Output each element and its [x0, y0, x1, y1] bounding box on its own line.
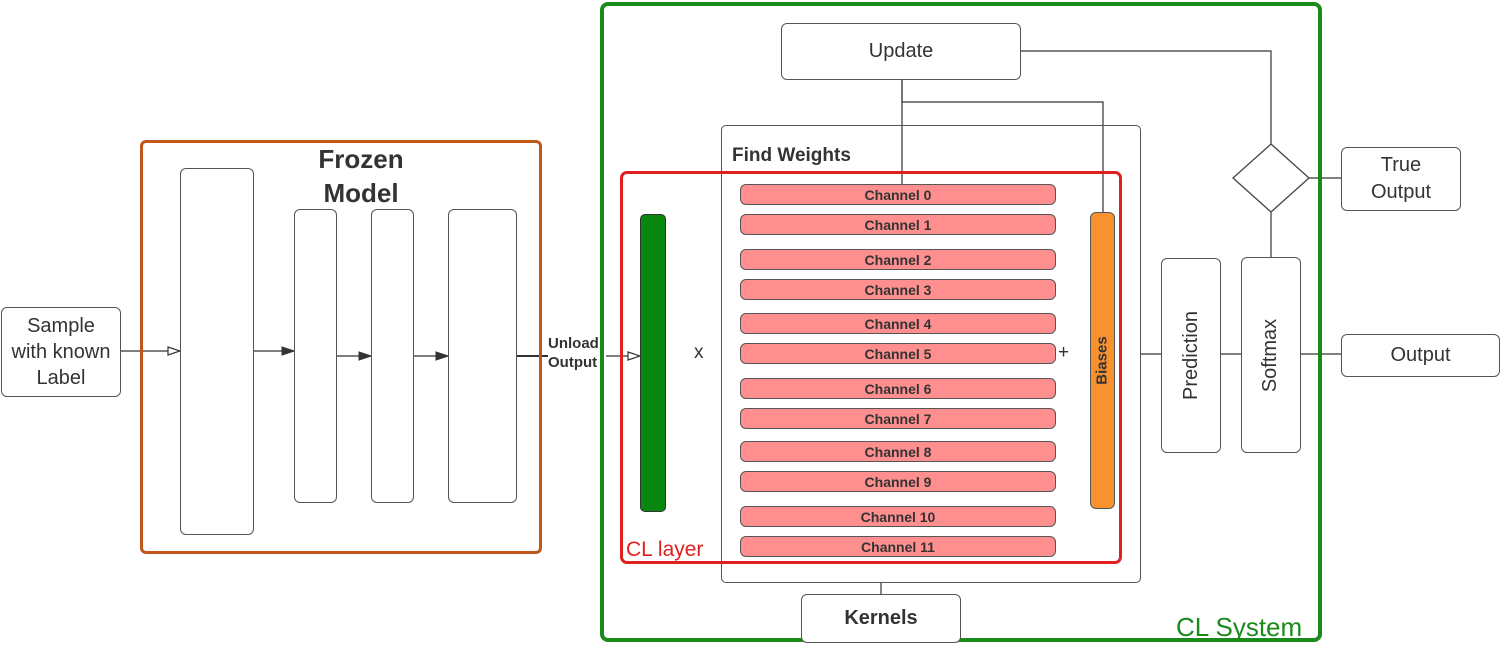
channel-4: Channel 4 [740, 313, 1056, 334]
sample-label-line2: with known [11, 341, 111, 363]
unload-line2: Output [548, 354, 598, 371]
channel-2: Channel 2 [740, 249, 1056, 270]
output-label: Output [1390, 344, 1451, 366]
update-label: Update [868, 40, 934, 62]
multiply-operator: x [694, 342, 704, 363]
biases-label: Biases [1094, 336, 1111, 385]
kernels-box: Kernels [801, 594, 961, 643]
find-weights-container [721, 125, 1141, 583]
frozen-model-frame [140, 140, 542, 554]
model-layer-4 [448, 209, 517, 503]
channel-6: Channel 6 [740, 378, 1056, 399]
line-update-to-decision [1021, 50, 1272, 144]
model-layer-3 [371, 209, 414, 503]
softmax-label: Softmax [1259, 318, 1282, 392]
sample-label-line1: Sample [27, 315, 95, 337]
sample-label-line3: Label [36, 367, 86, 389]
biases-bar: Biases [1090, 212, 1115, 509]
true-output-line2: Output [1370, 181, 1432, 203]
decision-diamond [1232, 143, 1310, 213]
prediction-box: Prediction [1161, 258, 1221, 453]
channel-1: Channel 1 [740, 214, 1056, 235]
channel-11: Channel 11 [740, 536, 1056, 557]
frozen-model-title-line2: Model [323, 178, 399, 208]
prediction-label: Prediction [1179, 311, 1202, 400]
model-layer-1 [180, 168, 254, 535]
cl-layer-frame [620, 171, 1122, 564]
kernels-label: Kernels [844, 607, 918, 629]
update-box: Update [781, 23, 1021, 80]
channel-9: Channel 9 [740, 471, 1056, 492]
true-output-line1: True [1380, 154, 1422, 176]
unload-output-label: Unload Output [548, 334, 599, 372]
output-box: Output [1341, 334, 1500, 377]
input-vector-bar [640, 214, 666, 512]
cl-system-label: CL System [1176, 612, 1303, 642]
add-operator: + [1058, 342, 1070, 363]
sample-input-box: Sample with known Label [1, 307, 121, 397]
true-output-box: True Output [1341, 147, 1461, 211]
unload-line1: Unload [548, 335, 599, 352]
channel-0: Channel 0 [740, 184, 1056, 205]
frozen-model-title: Frozen Model [300, 142, 422, 210]
channel-7: Channel 7 [740, 408, 1056, 429]
cl-system-frame [600, 2, 1322, 642]
channel-8: Channel 8 [740, 441, 1056, 462]
find-weights-title: Find Weights [732, 145, 851, 166]
channel-5: Channel 5 [740, 343, 1056, 364]
softmax-box: Softmax [1241, 257, 1301, 453]
cl-layer-label: CL layer [626, 538, 704, 561]
frozen-model-title-line1: Frozen [318, 144, 404, 174]
model-layer-2 [294, 209, 337, 503]
channel-3: Channel 3 [740, 279, 1056, 300]
line-update-to-biases [901, 80, 1104, 212]
channel-10: Channel 10 [740, 506, 1056, 527]
